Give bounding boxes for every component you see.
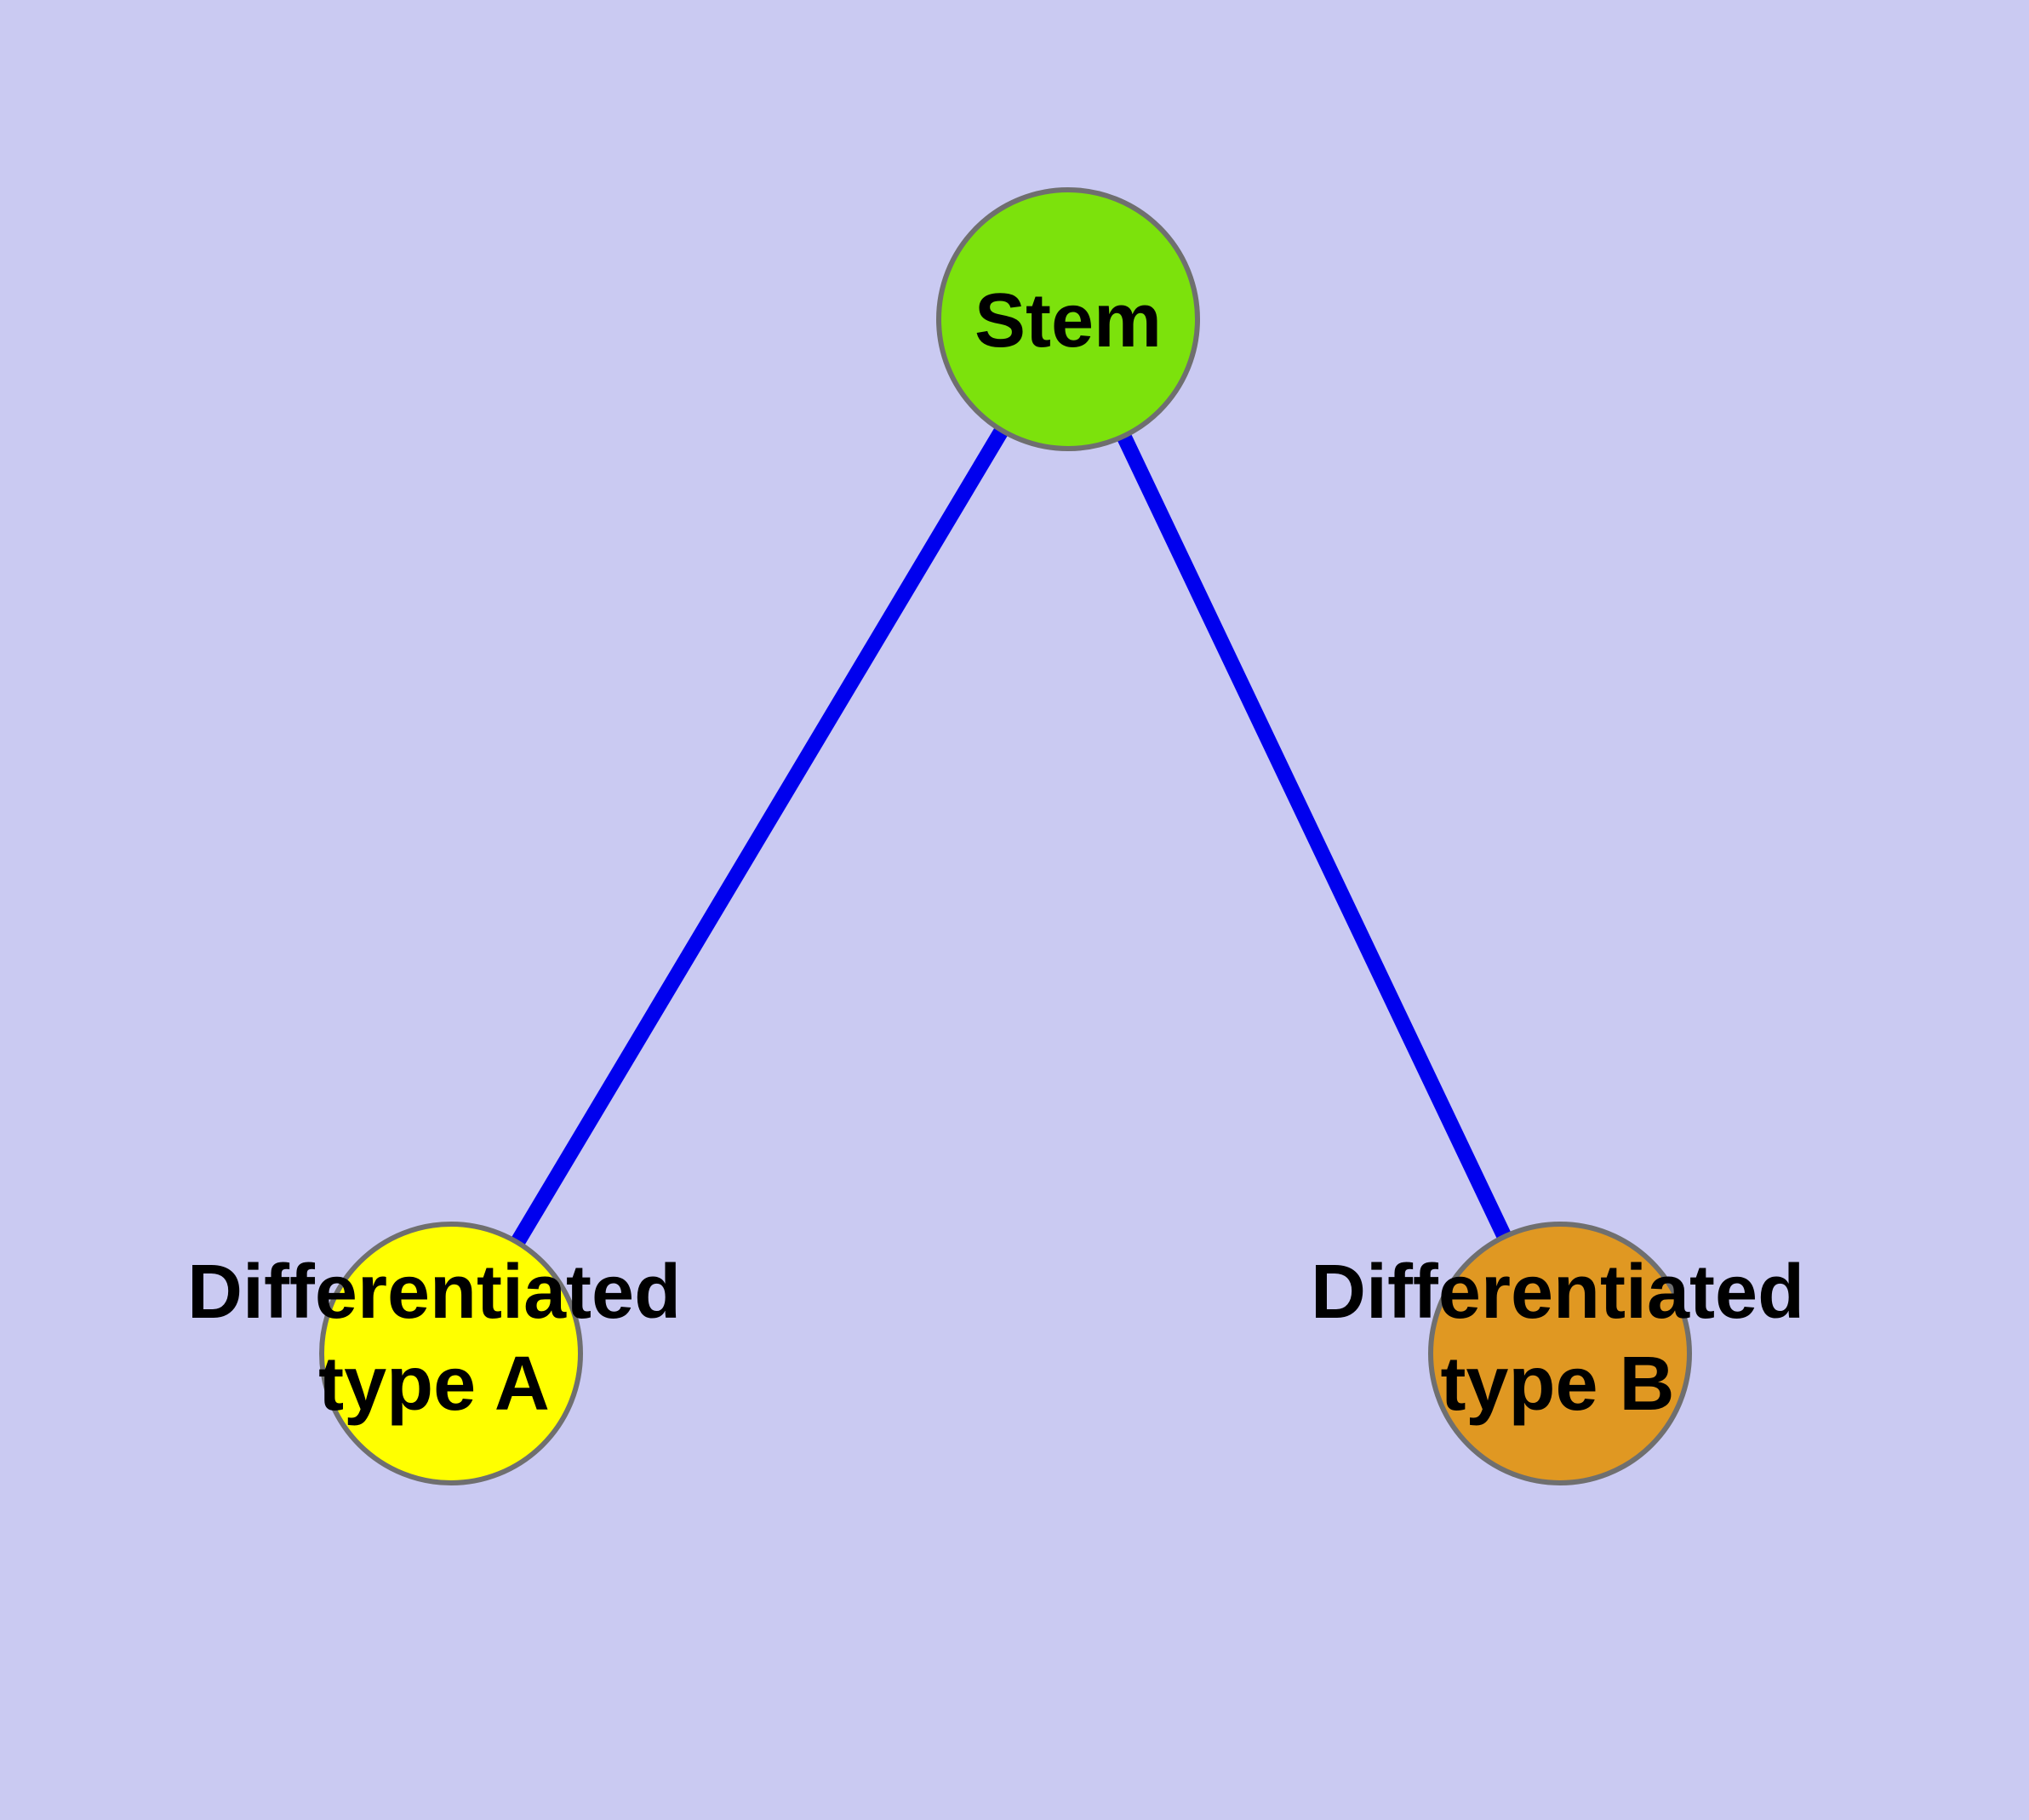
node-typeA-circle	[319, 1222, 583, 1485]
edge-stem-to-typeB	[1060, 316, 1568, 1357]
node-stem-circle	[936, 187, 1200, 451]
node-typeB-circle	[1428, 1222, 1692, 1485]
edge-stem-to-typeA	[444, 315, 1075, 1358]
